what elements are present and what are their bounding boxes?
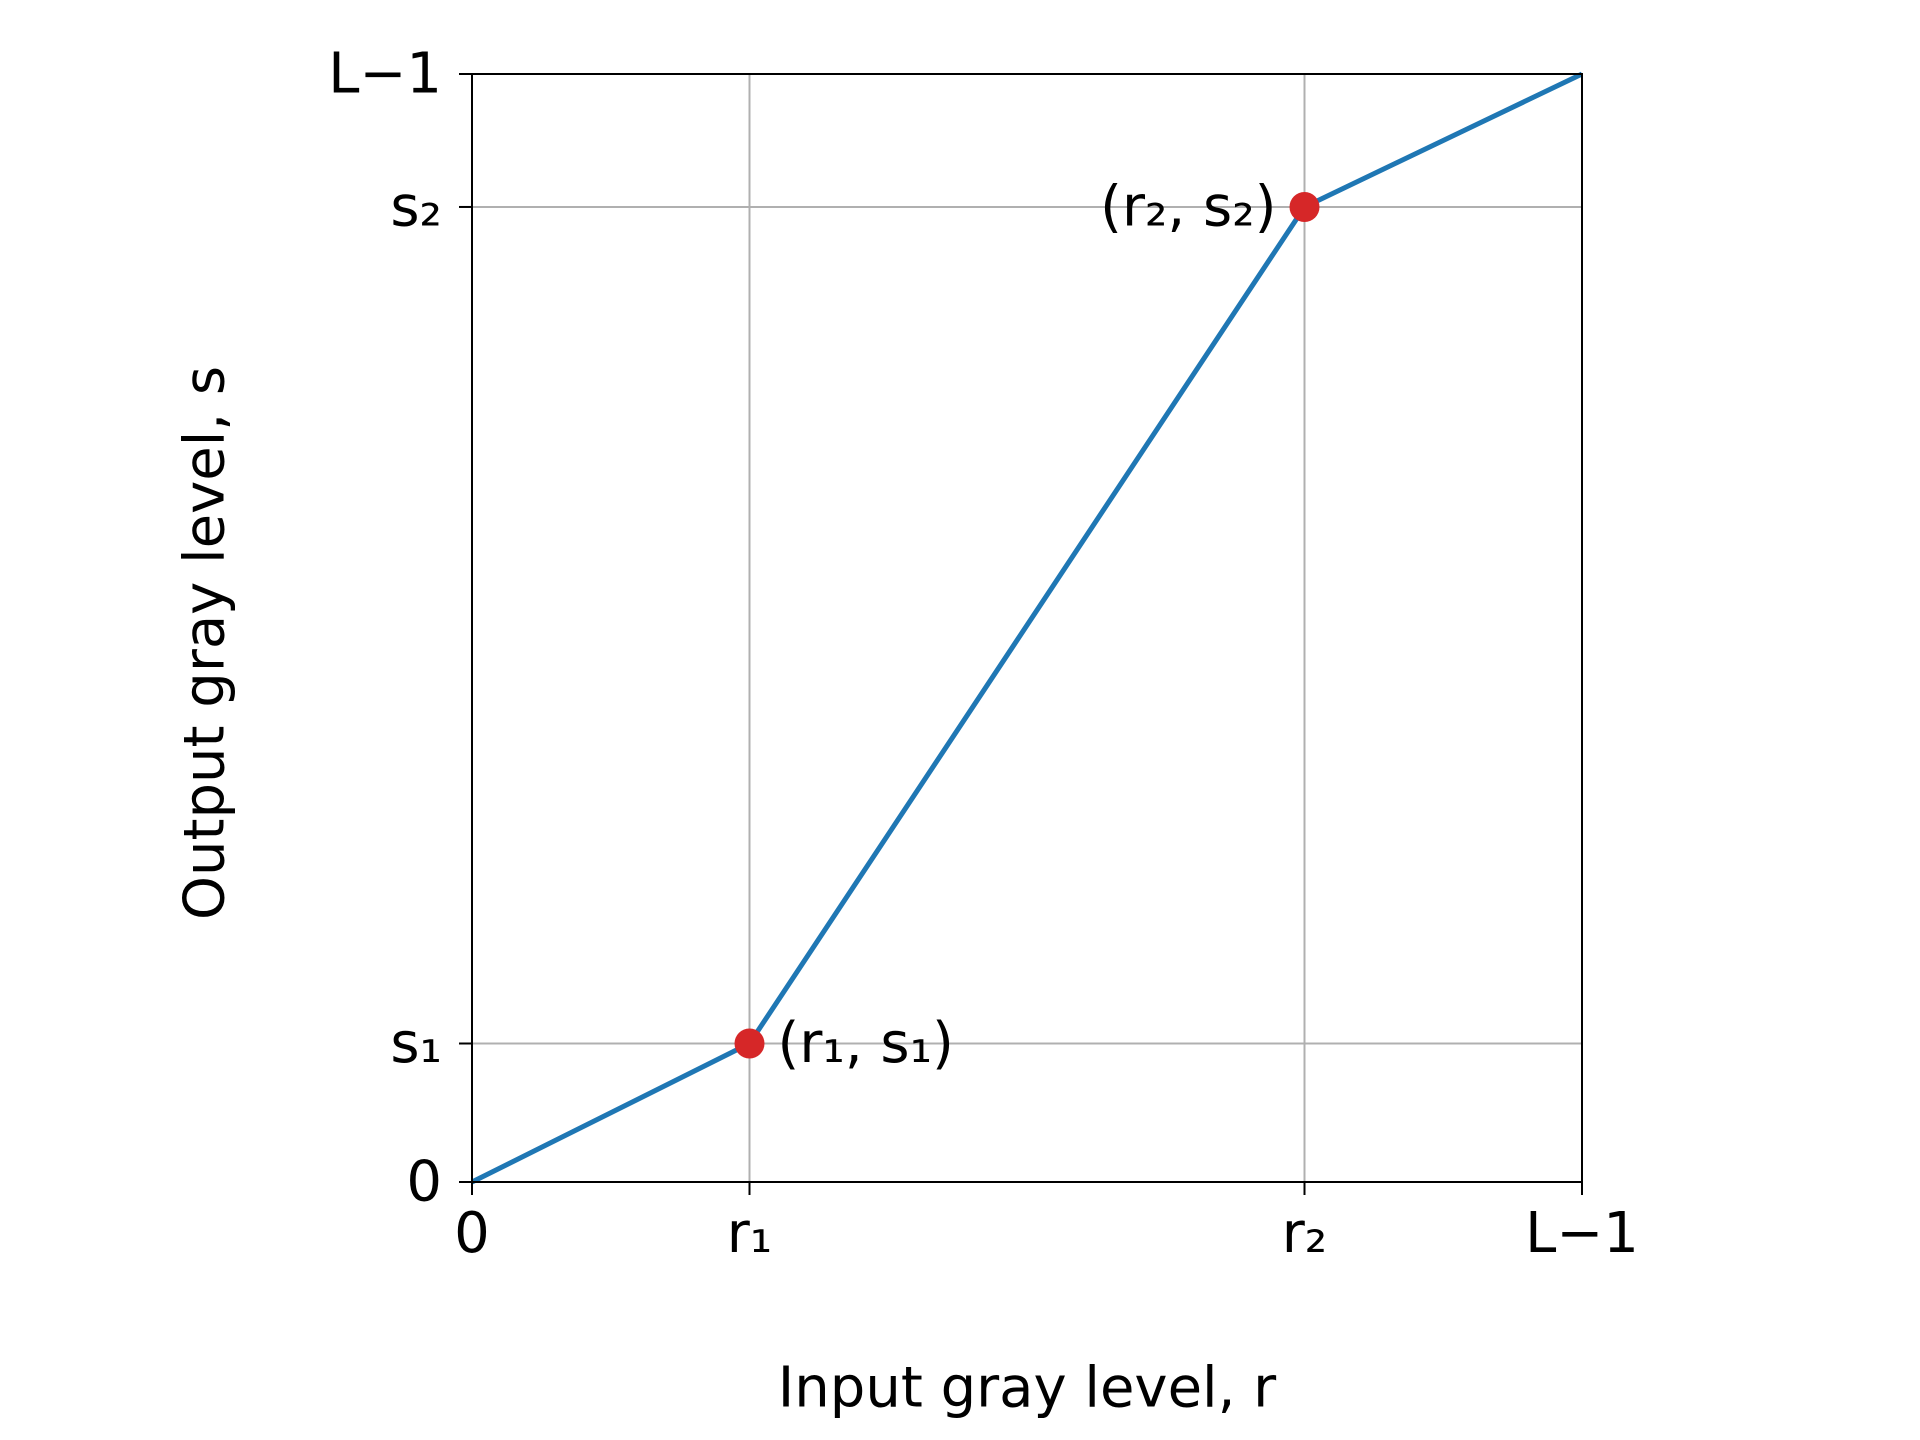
marker-point-0 <box>734 1028 765 1059</box>
series-layer <box>470 71 1584 1185</box>
y-tick-label-2: s₂ <box>390 174 442 239</box>
marker-label-1: (r₂, s₂) <box>1100 174 1276 239</box>
y-tick-label-0: 0 <box>406 1150 442 1215</box>
y-axis-label: Output gray level, s <box>173 366 238 920</box>
x-tick-label-3: L−1 <box>1525 1201 1639 1266</box>
y-tick-label-3: L−1 <box>328 42 442 107</box>
marker-point-1 <box>1289 191 1320 222</box>
marker-label-0: (r₁, s₁) <box>778 1011 954 1076</box>
markers: (r₁, s₁) (r₂, s₂) <box>734 174 1320 1076</box>
x-tick-label-0: 0 <box>454 1201 490 1266</box>
y-tick-label-1: s₁ <box>390 1011 442 1076</box>
series-line-0 <box>470 71 1584 1185</box>
ticks: 0 r₁ r₂ L−1 0 s₁ s₂ L−1 <box>328 42 1639 1267</box>
x-axis-label: Input gray level, r <box>778 1356 1277 1421</box>
x-tick-label-2: r₂ <box>1282 1201 1327 1266</box>
x-tick-label-1: r₁ <box>727 1201 772 1266</box>
plot-frame <box>471 73 1583 1183</box>
